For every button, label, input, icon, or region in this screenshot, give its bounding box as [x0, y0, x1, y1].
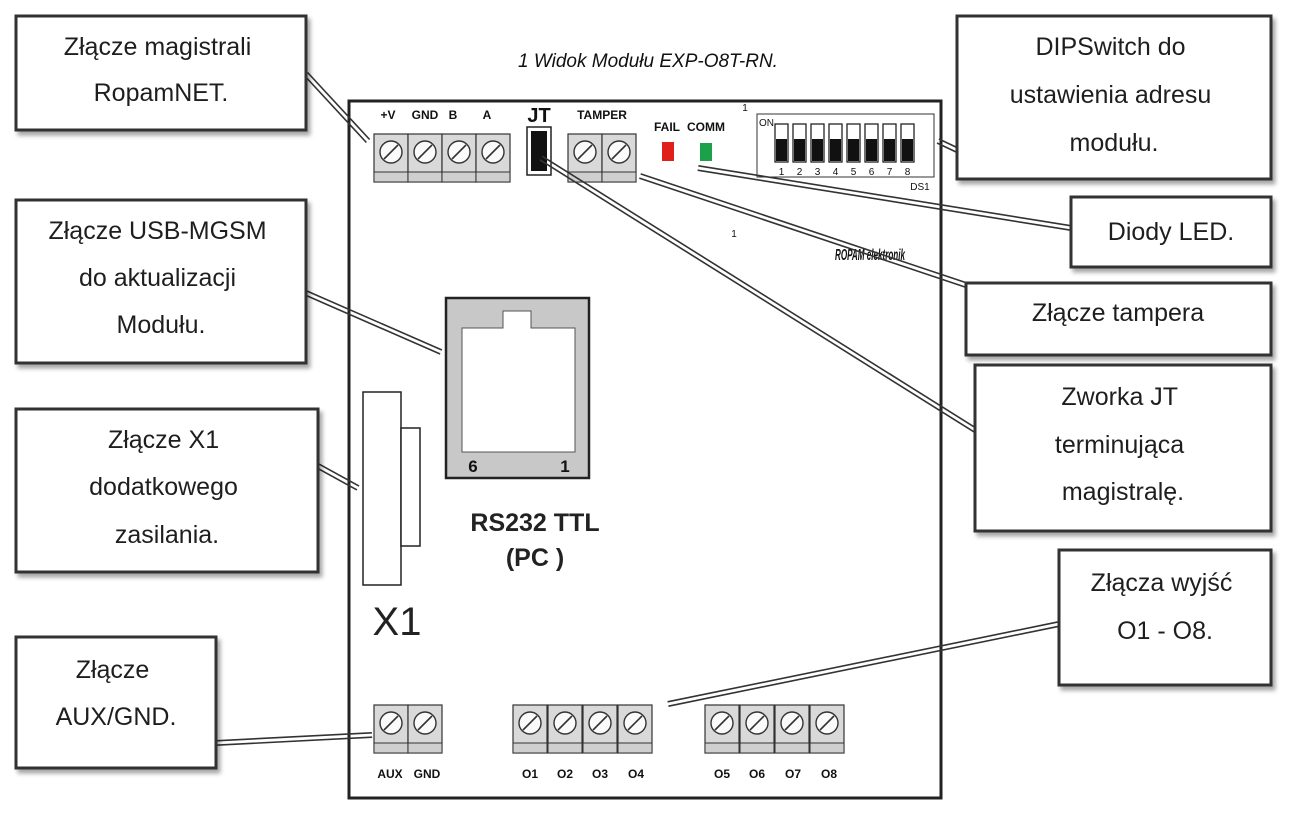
- leader-line-1: [306, 290, 443, 351]
- label-a: A: [483, 108, 492, 122]
- dip-lever-7: [884, 139, 895, 161]
- comm-led: [700, 143, 712, 161]
- jt-label: JT: [527, 105, 550, 127]
- dip-number-5: 5: [851, 167, 857, 178]
- module-board: [347, 99, 943, 800]
- rj-connector: 6 1: [444, 296, 591, 480]
- callout-aux-box: [14, 635, 218, 770]
- label-o3: O3: [592, 767, 608, 781]
- tamper-terminal-block: [567, 133, 637, 183]
- leader-line-7: [541, 155, 977, 429]
- callout-outputs-box: [1057, 548, 1273, 687]
- callout-dip-box: [955, 14, 1273, 181]
- leader-line-8: [667, 621, 1059, 703]
- callout-outputs-text: Złącza wyjść O1 - O8.: [1091, 569, 1240, 645]
- callout-led-box: [1069, 195, 1273, 269]
- callout-ropamnet-box: [14, 14, 308, 132]
- rj-pin-1-label: 1: [560, 457, 569, 476]
- dip-lever-2: [794, 139, 805, 161]
- dip-switch: ON 1 2 3 4 5 6 7 8 DS1: [756, 113, 935, 193]
- dip-on-label: ON: [759, 118, 774, 129]
- dip-lever-3: [812, 139, 823, 161]
- aux-gnd-terminal-block: [373, 704, 443, 754]
- dip-levers: [774, 123, 915, 163]
- callout-tamper-text: Złącze tampera: [1032, 299, 1204, 327]
- dip-lever-1: [776, 139, 787, 161]
- dip-number-2: 2: [797, 167, 803, 178]
- x1-connector: [362, 391, 421, 586]
- callout-aux-text: Złącze AUX/GND.: [56, 656, 177, 731]
- leader-line-0: [307, 71, 371, 141]
- fail-led: [662, 142, 674, 161]
- dip-number-3: 3: [815, 167, 821, 178]
- label-gnd: GND: [412, 108, 439, 122]
- leader-lines: [215, 71, 1072, 746]
- leader-line-3: [215, 732, 372, 742]
- label-o8: O8: [821, 767, 837, 781]
- callout-led-text: Diody LED.: [1108, 218, 1234, 246]
- leader-line-2: [318, 463, 360, 487]
- dip-lever-8: [902, 139, 913, 161]
- label-o7: O7: [785, 767, 801, 781]
- outputs-o1-o4-terminal-block: [512, 704, 653, 754]
- callout-tamper-box: [964, 281, 1273, 357]
- dip-number-8: 8: [905, 167, 911, 178]
- leader-line-1: [304, 294, 441, 355]
- label-o1: O1: [522, 767, 538, 781]
- callout-dip-text: DIPSwitch do ustawienia adresu modułu.: [1010, 33, 1218, 157]
- dip-number-7: 7: [887, 167, 893, 178]
- callout-jt-text: Zworka JT terminująca magistralę.: [1055, 383, 1191, 506]
- leader-line-2: [316, 467, 358, 491]
- leader-line-6: [640, 173, 967, 284]
- rs232-label-line2: (PC ): [506, 544, 564, 572]
- leader-line-8: [668, 625, 1060, 707]
- leader-line-7: [539, 159, 975, 433]
- leader-line-5: [697, 169, 1071, 231]
- leader-line-3: [216, 736, 373, 746]
- callout-x1-box: [14, 407, 320, 574]
- callout-usb-text: Złącze USB-MGSM do aktualizacji Modułu.: [48, 217, 273, 339]
- label-o6: O6: [749, 767, 765, 781]
- diagram-title: 1 Widok Modułu EXP-O8T-RN.: [518, 51, 778, 72]
- jt-jumper-cap: [531, 131, 547, 171]
- x1-label: X1: [373, 600, 422, 644]
- pin1-marker-mid: 1: [731, 229, 737, 240]
- dip-number-6: 6: [869, 167, 875, 178]
- label-plus-v: +V: [380, 108, 395, 122]
- callout-jt-box: [973, 363, 1273, 533]
- dip-number-1: 1: [779, 167, 785, 178]
- dip-numbers: 1 2 3 4 5 6 7 8: [779, 167, 911, 178]
- aux-label: AUX: [377, 767, 402, 781]
- label-o4: O4: [628, 767, 644, 781]
- tamper-label: TAMPER: [577, 108, 627, 122]
- callout-usb-box: [14, 198, 308, 365]
- dip-lever-6: [866, 139, 877, 161]
- ropamnet-terminal-block: [373, 133, 511, 183]
- leader-line-6: [639, 177, 966, 288]
- dip-ref-label: DS1: [910, 182, 930, 193]
- rs232-label-line1: RS232 TTL: [470, 509, 599, 537]
- pin1-marker-top: 1: [742, 103, 748, 114]
- callout-ropamnet-text: Złącze magistrali RopamNET.: [64, 33, 259, 107]
- label-o2: O2: [557, 767, 573, 781]
- fail-label: FAIL: [654, 120, 680, 134]
- comm-label: COMM: [687, 120, 725, 134]
- rj-pin-6-label: 6: [468, 457, 477, 476]
- label-b: B: [449, 108, 458, 122]
- dip-lever-5: [848, 139, 859, 161]
- dip-lever-4: [830, 139, 841, 161]
- leader-line-0: [303, 74, 367, 144]
- callout-x1-text: Złącze X1 dodatkowego zasilania.: [89, 426, 245, 549]
- leader-line-4: [936, 142, 957, 153]
- leader-line-5: [698, 165, 1072, 227]
- dip-number-4: 4: [833, 167, 839, 178]
- outputs-o5-o8-terminal-block: [704, 704, 845, 754]
- aux-gnd-label: GND: [414, 767, 441, 781]
- label-o5: O5: [714, 767, 730, 781]
- callout-boxes: Złącze magistrali RopamNET. Złącze USB-M…: [14, 14, 1273, 770]
- bus-terminal-labels: +V GND B A: [380, 108, 491, 122]
- leader-line-4: [938, 138, 959, 149]
